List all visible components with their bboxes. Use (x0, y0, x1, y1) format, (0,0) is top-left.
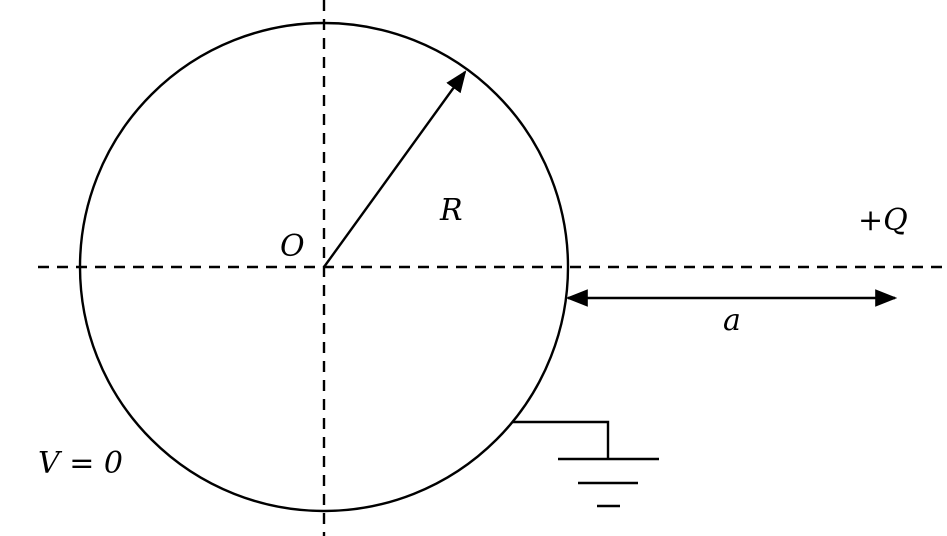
distance-label: a (723, 303, 741, 338)
charge-label: +Q (858, 203, 908, 238)
radius-arrow (323, 70, 467, 268)
center-label: O (280, 229, 305, 264)
sphere-outline (78, 21, 570, 513)
potential-label: V = 0 (38, 446, 123, 481)
radius-label: R (439, 193, 463, 228)
ground-symbol-icon (558, 457, 659, 508)
ground-wire (512, 420, 610, 459)
